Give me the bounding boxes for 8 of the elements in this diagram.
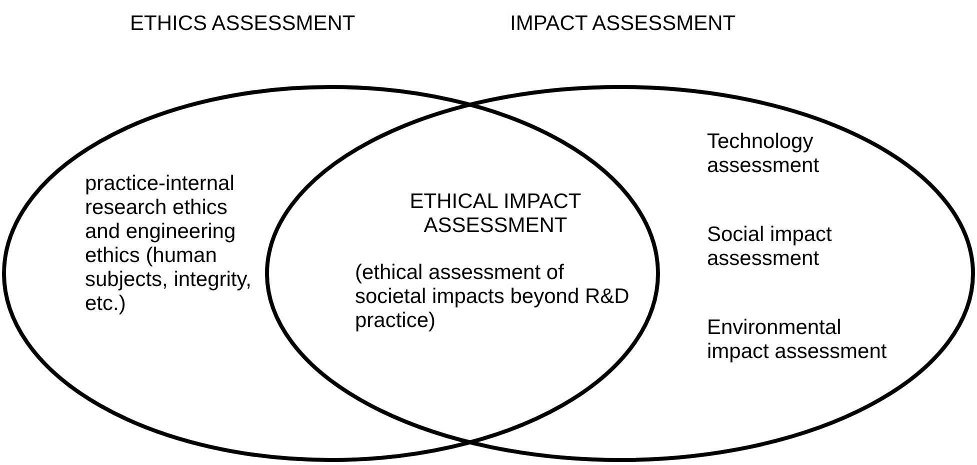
heading: IMPACT ASSESSMENT xyxy=(510,12,736,36)
body-text: practice-internal research ethics and engineering ethics (human subjects, integrity, etc.) xyxy=(85,172,253,316)
heading: ETHICS ASSESSMENT xyxy=(130,12,356,36)
item-text: Social impact assessment xyxy=(707,223,833,271)
overlap-heading: ETHICAL IMPACT ASSESSMENT xyxy=(408,190,582,238)
overlap-description: (ethical assessment of societal impacts beyond R&D practice) xyxy=(355,261,630,333)
item-text: Technology assessment xyxy=(707,130,820,178)
item-text: Environmental impact assessment xyxy=(707,316,887,364)
